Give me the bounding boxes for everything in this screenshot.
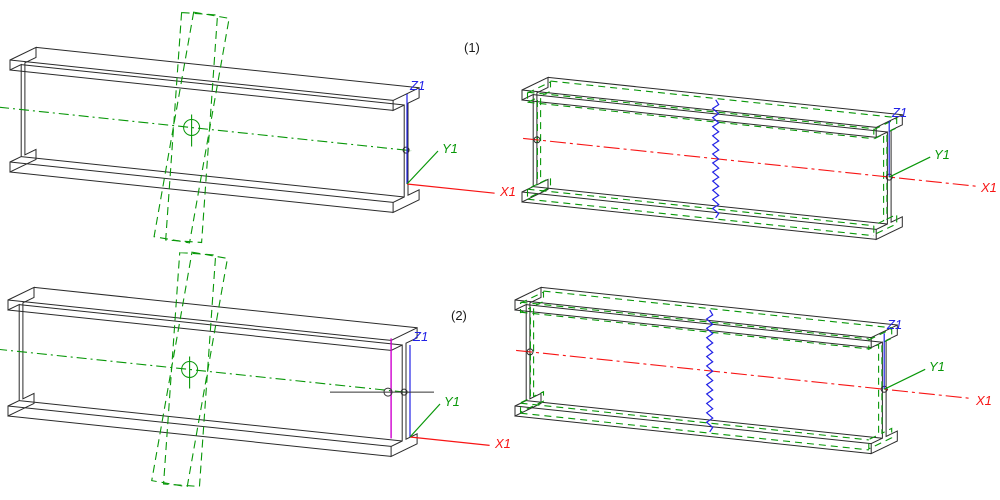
beam-edge (9, 161, 394, 203)
beam-edge (7, 309, 392, 351)
z-axis-label: Z1 (891, 105, 907, 120)
y-axis-line (888, 156, 931, 178)
start-reference-point[interactable] (526, 348, 534, 356)
part-outline-edge[interactable] (520, 402, 869, 441)
start-reference-point[interactable] (533, 136, 541, 144)
cutting-plane-outline (153, 11, 230, 244)
beam-edge (547, 76, 903, 116)
y-axis-label: Y1 (934, 147, 950, 162)
beam-edge (35, 46, 420, 89)
weld-seam-zigzag[interactable] (711, 99, 720, 219)
part-outline-edge[interactable] (527, 91, 874, 130)
beam-edge (521, 201, 877, 240)
y-axis-label: Y1 (929, 359, 945, 374)
beam-end-reference-point[interactable] (402, 146, 410, 154)
y-axis-label: Y1 (444, 394, 460, 409)
y-axis-line (409, 403, 441, 438)
beam-edge (7, 405, 392, 447)
y-axis-label: Y1 (442, 141, 458, 156)
part-outline-edge[interactable] (520, 412, 869, 451)
z-axis-label: Z1 (412, 329, 428, 344)
part-outline-edge[interactable] (550, 80, 897, 119)
beam-edge (526, 304, 883, 343)
y-axis-line (883, 368, 926, 390)
beam-centerline-x-axis[interactable] (523, 137, 977, 187)
y-axis-line (406, 150, 439, 185)
beam-edge (521, 191, 877, 230)
beam-centerline-x-axis[interactable] (516, 349, 972, 400)
x-axis-label: X1 (980, 180, 997, 195)
beam-edge (514, 299, 872, 339)
x-axis-label: X1 (494, 436, 511, 451)
part-outline-edge[interactable] (520, 311, 869, 350)
beam-edge (514, 415, 872, 455)
weld-seam-zigzag[interactable] (705, 309, 714, 433)
reference-centerline[interactable] (0, 106, 412, 152)
view2-number-label: (2) (451, 308, 467, 323)
x-axis-label: X1 (975, 393, 992, 408)
beam-edge (521, 89, 877, 128)
part-outline-edge[interactable] (520, 301, 869, 340)
part-outline-edge[interactable] (527, 198, 874, 237)
handle-point[interactable] (383, 387, 393, 397)
beam-edge (514, 405, 872, 445)
beam-edge (533, 186, 888, 225)
cutting-plane-outline (151, 251, 229, 488)
z-axis-label: Z1 (886, 317, 902, 332)
beam-edge (521, 99, 877, 138)
beam-edge (514, 309, 872, 349)
beam-edge (33, 286, 418, 329)
x-axis-line (409, 436, 490, 446)
beam-edge (7, 299, 392, 341)
x-axis-label: X1 (499, 184, 516, 199)
beam-edge (7, 415, 392, 457)
part-outline-edge[interactable] (543, 290, 892, 329)
beam-edge (9, 171, 394, 213)
beam-edge (9, 69, 394, 111)
beam-edge (533, 94, 888, 133)
beam-edge (540, 286, 898, 326)
beam-edge (21, 156, 405, 198)
x-axis-line (406, 183, 495, 194)
part-outline-edge[interactable] (527, 101, 874, 140)
view1-number-label: (1) (464, 40, 480, 55)
beam-edge (526, 400, 883, 439)
cutting-plane-2[interactable] (153, 11, 230, 244)
cutting-plane-2[interactable] (151, 251, 229, 488)
part-outline-end-profile (519, 291, 545, 414)
beam-edge (9, 59, 394, 101)
part-outline-end-profile (868, 327, 893, 450)
part-outline-edge[interactable] (527, 188, 874, 227)
beam-edge (19, 400, 403, 442)
reference-centerline[interactable] (0, 348, 410, 394)
z-axis-label: Z1 (409, 78, 425, 93)
